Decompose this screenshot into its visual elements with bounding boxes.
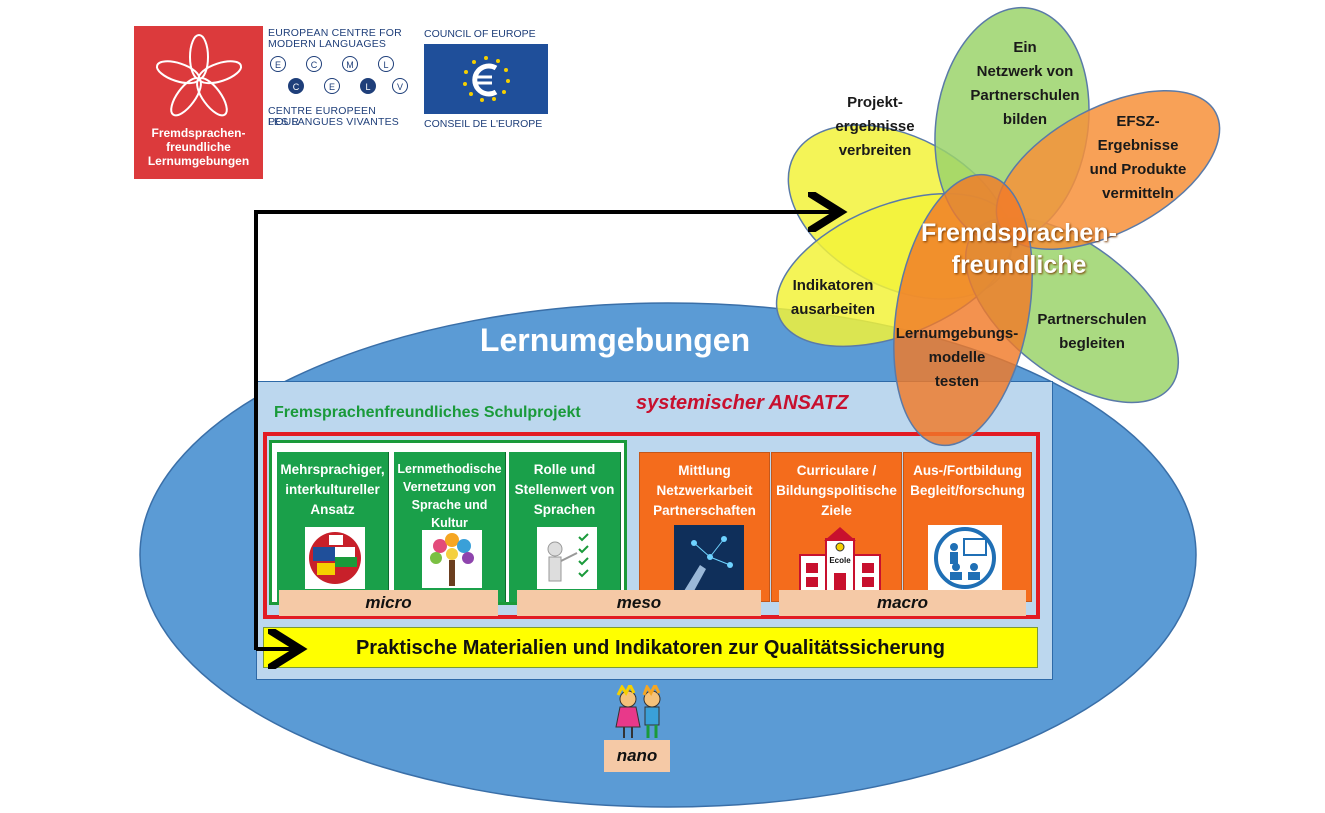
- ecml-letter: E: [324, 78, 340, 94]
- coe-flag-icon: [424, 44, 548, 114]
- fs-lernumgebungen-logo: Fremdsprachen- freundliche Lernumgebunge…: [134, 26, 263, 179]
- ecml-bottom-line1: CENTRE EUROPEEN POUR: [268, 105, 377, 128]
- ecml-letter: V: [392, 78, 408, 94]
- ecml-letter: C: [306, 56, 322, 72]
- ecml-letter: M: [342, 56, 358, 72]
- card-multilingual-label: Mehrsprachiger, interkultureller Ansatz: [280, 462, 385, 517]
- petal-lernumgebungs-label: Lernumgebungs-modelle testen: [895, 325, 1019, 390]
- card-role-of-languages: Rolle und Stellenwert von Sprachen: [509, 452, 621, 602]
- card-methodical-network-label: Lernmethodische Vernetzung von Sprache u…: [397, 462, 502, 530]
- card-multilingual: Mehrsprachiger, interkultureller Ansatz: [277, 452, 389, 602]
- coe-top-text: COUNCIL OF EUROPE: [424, 28, 536, 40]
- ecml-top-line2: MODERN LANGUAGES: [268, 38, 387, 50]
- materials-bar: Praktische Materialien und Indikatoren z…: [263, 627, 1038, 668]
- ecml-bottom-line2: LES LANGUES VIVANTES: [268, 116, 400, 128]
- tree-icon: [422, 530, 482, 588]
- ecml-letter: E: [270, 56, 286, 72]
- ecml-letter: L: [360, 78, 376, 94]
- ecml-letter: C: [288, 78, 304, 94]
- card-training-research-label: Aus-/Fortbildung Begleit/forschung: [910, 463, 1025, 498]
- school-project-label: Fremsprachenfreundliches Schulprojekt: [274, 404, 581, 421]
- flower-center-title: Fremdsprachen-freundliche: [921, 219, 1117, 279]
- band-meso: meso: [517, 590, 761, 616]
- card-role-of-languages-label: Rolle und Stellenwert von Sprachen: [514, 462, 615, 517]
- card-mediation-network: Mittlung Netzwerkarbeit Partnerschaften: [639, 452, 770, 602]
- card-mediation-network-label: Mittlung Netzwerkarbeit Partnerschaften: [653, 463, 756, 518]
- children-icon: [615, 685, 661, 738]
- band-nano: nano: [604, 740, 670, 772]
- fs-logo-text: Fremdsprachen- freundliche Lernumgebunge…: [147, 126, 250, 168]
- teacher-class-icon: [928, 525, 1002, 591]
- school-sign: Ecole: [829, 556, 851, 565]
- lernumgebungen-title: Lernumgebungen: [479, 322, 751, 358]
- presenter-checklist-icon: [537, 527, 597, 589]
- network-touch-icon: [674, 525, 744, 591]
- ecml-letter: L: [378, 56, 394, 72]
- band-macro: macro: [779, 590, 1026, 616]
- systemic-approach-label: systemischer ANSATZ: [636, 392, 849, 414]
- school-building-icon: Ecole: [796, 525, 884, 592]
- flower-logo-icon: [155, 34, 243, 117]
- card-training-research: Aus-/Fortbildung Begleit/forschung: [903, 452, 1032, 602]
- council-of-europe-logo: COUNCIL OF EUROPE CONSEIL DE L'EUROPE: [422, 28, 548, 130]
- ecml-logo: EUROPEAN CENTRE FOR MODERN LANGUAGES E C…: [268, 28, 408, 128]
- card-curricular-goals-label: Curriculare / Bildungspolitische Ziele: [776, 463, 897, 518]
- globe-flags-icon: [305, 527, 365, 589]
- card-curricular-goals: Curriculare / Bildungspolitische Ziele E…: [771, 452, 902, 602]
- coe-bottom-text: CONSEIL DE L'EUROPE: [424, 118, 543, 130]
- ecml-top-line1: EUROPEAN CENTRE FOR: [268, 27, 402, 39]
- card-methodical-network: Lernmethodische Vernetzung von Sprache u…: [394, 452, 506, 602]
- band-micro: micro: [279, 590, 498, 616]
